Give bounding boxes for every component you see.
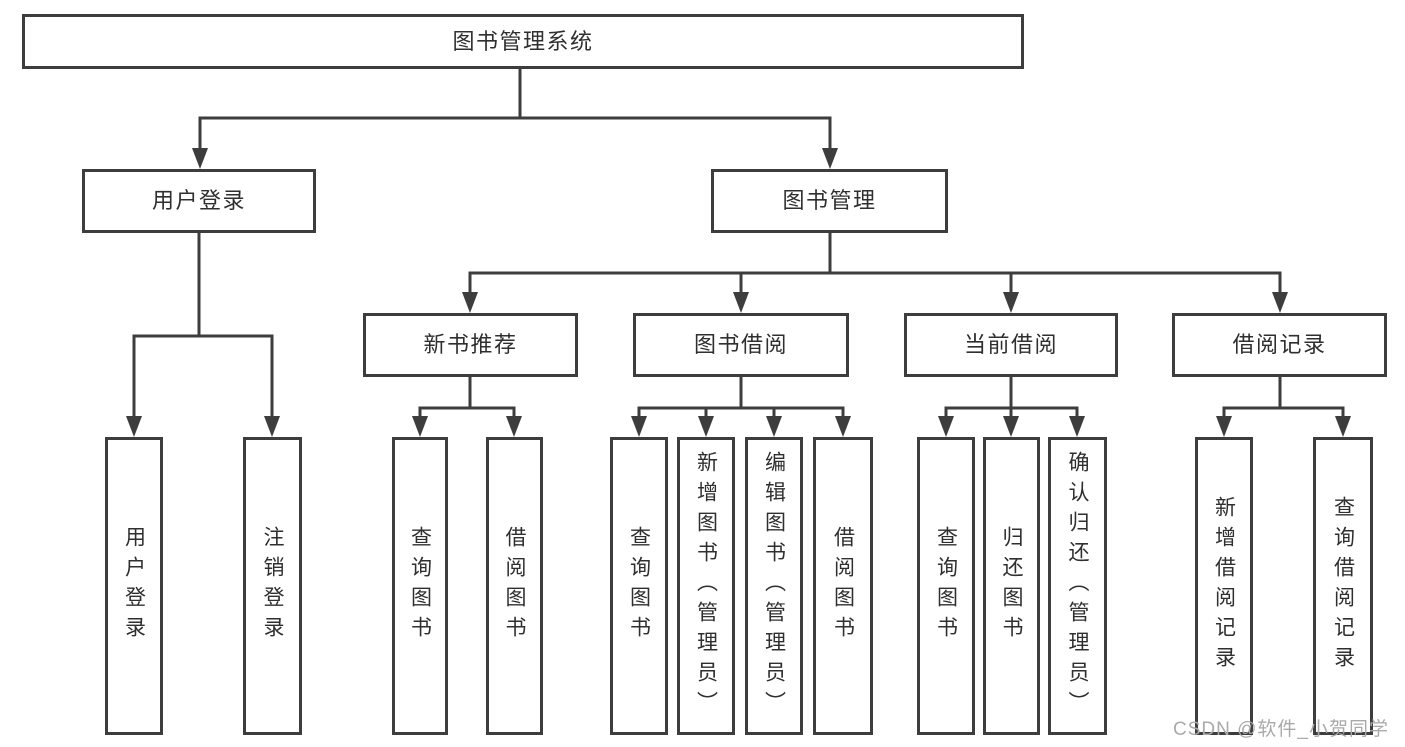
- node-root: 图书管理系统: [22, 14, 1024, 69]
- arrowhead-icon: [264, 416, 280, 437]
- connector-bookmgmt-to-level3: [468, 231, 1282, 275]
- arrowhead-icon: [1335, 416, 1351, 437]
- leaf-confirm-return-admin: 确认归还（管理员）: [1048, 437, 1107, 735]
- leaf-borrow-books-1: 借阅图书: [486, 437, 543, 735]
- watermark-text: CSDN @软件_小贺同学: [1173, 719, 1389, 740]
- leaf-edit-book-admin: 编辑图书（管理员）: [745, 437, 803, 735]
- node-new-book-recommend: 新书推荐: [363, 313, 578, 377]
- node-user-login: 用户登录: [82, 169, 316, 233]
- arrowhead-icon: [506, 416, 522, 437]
- arrowhead-icon: [192, 148, 208, 169]
- arrowhead-icon: [1216, 416, 1232, 437]
- connector-userlogin-to-children: [132, 231, 274, 338]
- arrowhead-icon: [766, 416, 782, 437]
- leaf-add-borrow-record: 新增借阅记录: [1195, 437, 1253, 735]
- leaf-query-books-3: 查询图书: [917, 437, 975, 735]
- leaf-borrow-books-2: 借阅图书: [813, 437, 873, 735]
- arrowhead-icon: [822, 148, 838, 169]
- node-borrow-records: 借阅记录: [1172, 313, 1387, 377]
- arrowhead-icon: [631, 416, 647, 437]
- leaf-query-books-2: 查询图书: [610, 437, 668, 735]
- arrowhead-icon: [1069, 416, 1085, 437]
- arrowhead-icon: [1003, 416, 1019, 437]
- leaf-query-borrow-record: 查询借阅记录: [1313, 437, 1373, 735]
- arrowhead-icon: [835, 416, 851, 437]
- arrowhead-icon: [1272, 292, 1288, 313]
- connector-borrowrecord-to-children: [1222, 375, 1345, 410]
- node-current-borrow: 当前借阅: [904, 313, 1118, 377]
- arrowhead-icon: [412, 416, 428, 437]
- arrowhead-icon: [462, 292, 478, 313]
- node-book-management: 图书管理: [711, 169, 948, 233]
- leaf-return-book: 归还图书: [983, 437, 1040, 735]
- leaf-user-login: 用户登录: [105, 437, 163, 735]
- connector-bookborrow-to-children: [637, 375, 845, 410]
- leaf-logout: 注销登录: [243, 437, 302, 735]
- connector-newbook-to-children: [418, 375, 516, 410]
- leaf-add-book-admin: 新增图书（管理员）: [677, 437, 735, 735]
- arrowhead-icon: [698, 416, 714, 437]
- connector-currentborrow-to-children: [944, 375, 1079, 410]
- arrowhead-icon: [1003, 292, 1019, 313]
- connector-root-to-level2: [198, 67, 832, 120]
- node-book-borrow: 图书借阅: [633, 313, 849, 377]
- arrowhead-icon: [126, 416, 142, 437]
- arrowhead-icon: [733, 292, 749, 313]
- leaf-query-books-1: 查询图书: [392, 437, 448, 735]
- arrowhead-icon: [938, 416, 954, 437]
